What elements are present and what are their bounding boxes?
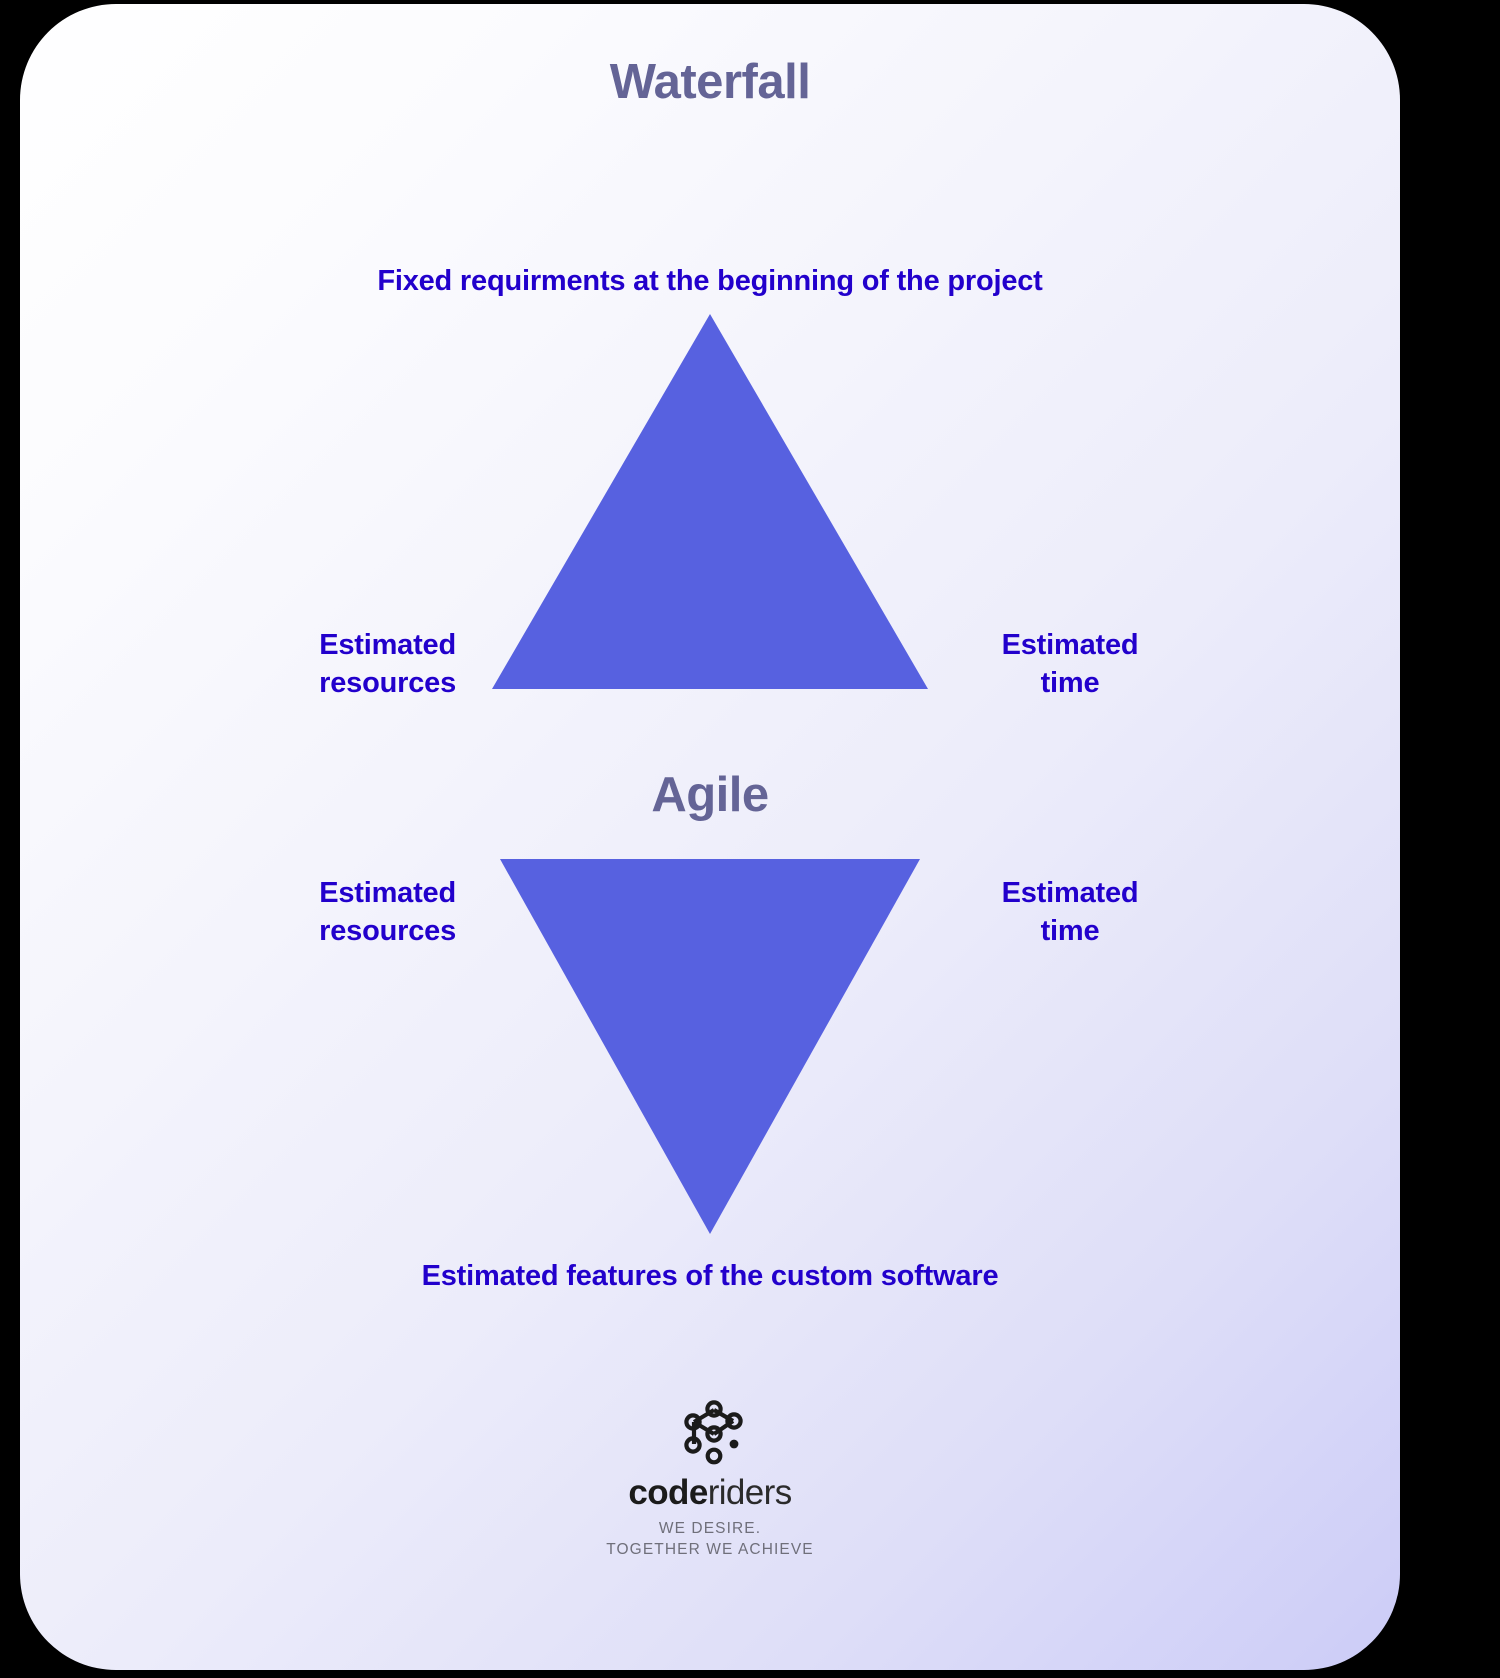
logo-wordmark: coderiders — [628, 1473, 793, 1512]
waterfall-triangle-up — [492, 314, 928, 689]
agile-right-label: Estimated time — [950, 874, 1190, 951]
infographic-card: Waterfall Fixed requirments at the begin… — [20, 4, 1400, 1670]
agile-right-label-line2: time — [1040, 915, 1100, 948]
agile-section-title: Agile — [651, 768, 769, 822]
agile-left-label-line2: resources — [319, 915, 456, 948]
waterfall-right-label-line1: Estimated — [1001, 629, 1139, 661]
logo-wordmark-bold: code — [628, 1473, 708, 1512]
waterfall-right-label: Estimated time — [950, 626, 1190, 703]
agile-triangle-down — [500, 859, 920, 1234]
agile-right-label-line1: Estimated — [1001, 877, 1139, 909]
agile-left-label: Estimated resources — [216, 874, 456, 951]
agile-triangle-container — [20, 859, 1400, 1234]
waterfall-top-label: Fixed requirments at the beginning of th… — [377, 265, 1043, 297]
logo-tagline-line1: WE DESIRE. — [658, 1520, 762, 1537]
logo-tagline-line2: TOGETHER WE ACHIEVE — [606, 1540, 814, 1558]
node-graph-icon — [684, 1400, 743, 1465]
agile-left-label-line1: Estimated — [319, 877, 456, 909]
waterfall-left-label: Estimated resources — [216, 626, 456, 703]
logo-tagline: WE DESIRE. TOGETHER WE ACHIEVE — [606, 1519, 814, 1561]
waterfall-left-label-line2: resources — [319, 667, 456, 700]
footer-logo: coderiders WE DESIRE. TOGETHER WE ACHIEV… — [20, 1399, 1400, 1561]
waterfall-triangle-container — [20, 314, 1400, 689]
waterfall-section-title: Waterfall — [609, 55, 811, 109]
agile-bottom-label: Estimated features of the custom softwar… — [421, 1260, 999, 1292]
logo-wordmark-light: riders — [707, 1473, 793, 1512]
waterfall-right-label-line2: time — [1040, 667, 1100, 700]
waterfall-left-label-line1: Estimated — [319, 629, 456, 661]
